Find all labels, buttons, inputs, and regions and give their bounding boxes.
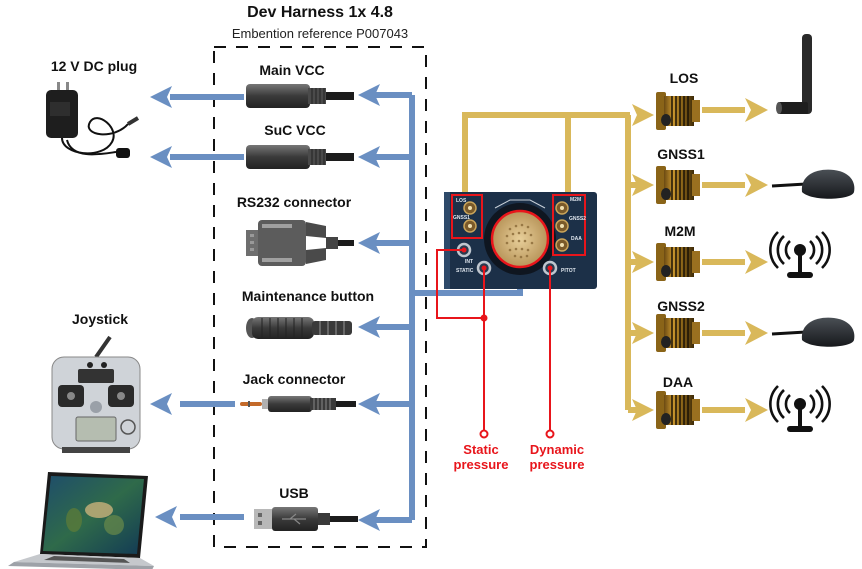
arrow-main-vcc — [358, 84, 380, 106]
static-pressure-label: Static pressure — [454, 442, 509, 472]
sma-connector-m2m — [656, 243, 700, 281]
rf-label-gnss2: GNSS2 — [657, 298, 705, 314]
gnss-puck-antenna-icon — [771, 169, 855, 199]
dynamic-pressure-label: Dynamic pressure — [530, 442, 585, 472]
sma-connector-gnss2 — [656, 314, 700, 352]
diagram-subtitle: Embention reference P007043 — [231, 26, 409, 41]
arrow-joystick — [150, 393, 172, 415]
autopilot-unit[interactable]: LOS GNSS1 M2M GNSS2 DAA INT STATIC PITOT — [444, 192, 597, 289]
arrow-laptop — [155, 506, 177, 528]
power-data-bus — [170, 92, 523, 523]
arrow-jack — [358, 393, 380, 415]
sma-connector-los — [656, 92, 700, 130]
arrow-maintenance — [358, 316, 380, 338]
right-rf-group — [552, 194, 586, 256]
port-label-pitot: PITOT — [561, 268, 576, 274]
static-pressure-line2: pressure — [453, 457, 509, 472]
dynamic-pressure-line2: pressure — [529, 457, 585, 472]
port-label-int: INT — [465, 259, 473, 265]
barrel-jack-icon — [246, 84, 354, 108]
radio-tower-icon — [769, 385, 831, 432]
rf-label-daa: DAA — [662, 374, 694, 390]
usb-label: USB — [279, 485, 309, 501]
rf-arrowheads — [632, 98, 768, 422]
arrow-dc-plug-1 — [150, 86, 172, 108]
whip-antenna-icon — [776, 34, 812, 114]
dynamic-pressure-line1: Dynamic — [529, 442, 585, 457]
barrel-jack-icon — [246, 145, 354, 169]
arrow-usb — [358, 509, 380, 531]
harness-boundary — [213, 46, 427, 548]
pneumatic-lines — [436, 249, 551, 434]
rf-label-los: LOS — [669, 70, 699, 86]
joystick-label: Joystick — [71, 311, 129, 327]
static-pressure-line1: Static — [463, 442, 499, 457]
port-label-daa: DAA — [571, 236, 582, 242]
bus-arrowheads — [150, 84, 380, 531]
rf-label-gnss1: GNSS1 — [657, 146, 705, 162]
arrow-suc-vcc — [358, 146, 380, 168]
rf-label-m2m: M2M — [664, 223, 696, 239]
laptop-icon — [8, 472, 154, 569]
dc-plug-label: 12 V DC plug — [50, 58, 138, 74]
arrow-dc-plug-2 — [150, 146, 172, 168]
arrow-rs232 — [358, 232, 380, 254]
rs232-label: RS232 connector — [236, 194, 352, 210]
port-label-gnss1: GNSS1 — [453, 215, 470, 221]
usb-plug-icon — [254, 507, 358, 531]
diagram-title: Dev Harness 1x 4.8 — [247, 4, 393, 21]
maintenance-button-label: Maintenance button — [241, 288, 375, 304]
suc-vcc-label: SuC VCC — [264, 122, 326, 138]
jack-connector-label: Jack connector — [242, 371, 346, 387]
power-adapter-icon — [46, 82, 140, 158]
port-label-m2m: M2M — [570, 197, 581, 203]
sma-connector-gnss1 — [656, 166, 700, 204]
port-label-los: LOS — [456, 198, 467, 204]
port-label-static: STATIC — [456, 268, 474, 274]
static-pressure-port[interactable] — [479, 429, 489, 439]
audio-jack-icon — [240, 396, 356, 412]
left-rf-group — [451, 194, 483, 239]
dynamic-pressure-port[interactable] — [545, 429, 555, 439]
push-button-icon — [246, 317, 352, 339]
db9-connector-icon — [246, 220, 354, 266]
static-junction — [480, 314, 488, 322]
radio-tower-icon — [769, 231, 831, 278]
gnss-puck-antenna-icon — [771, 317, 855, 347]
rc-transmitter-icon — [51, 335, 141, 453]
sma-connector-daa — [656, 391, 700, 429]
main-vcc-label: Main VCC — [259, 62, 325, 78]
port-label-gnss2: GNSS2 — [569, 216, 586, 222]
